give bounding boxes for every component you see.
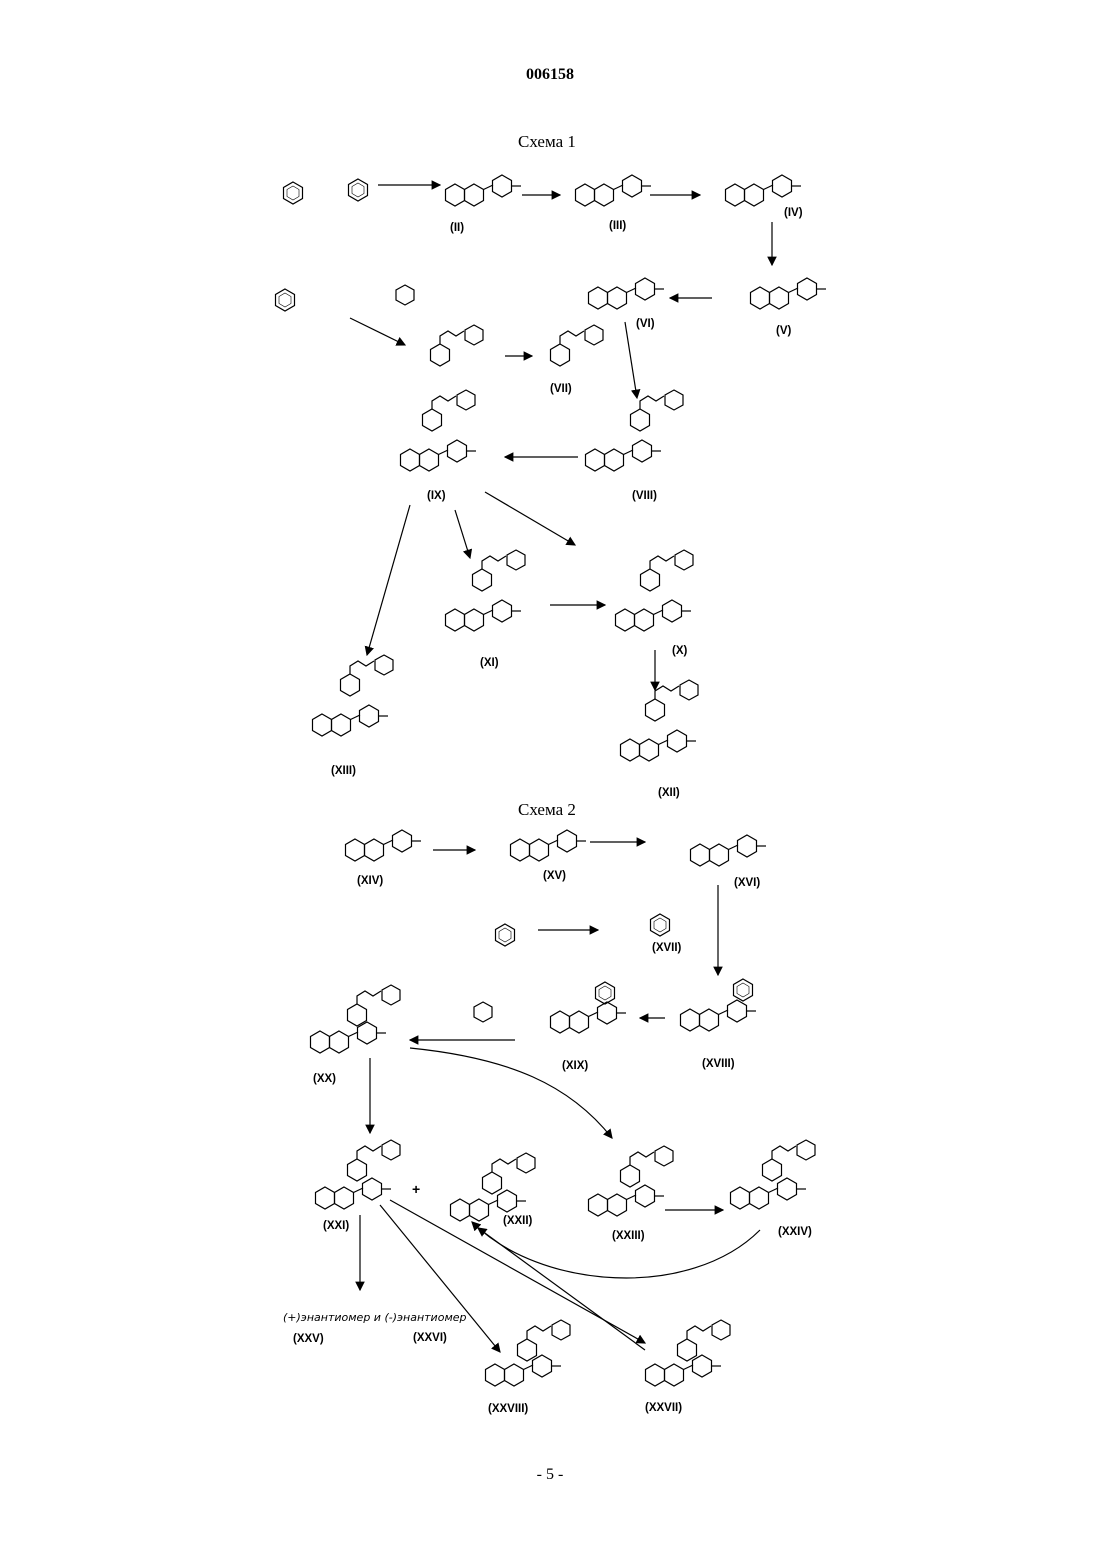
plus-sign: +	[412, 1181, 420, 1197]
compound-label-xxvii: (XXVII)	[645, 1402, 682, 1414]
compound-label-xxiii: (XXIII)	[612, 1230, 645, 1242]
compound-label-xiv: (XIV)	[357, 875, 383, 887]
compound-label-x: (X)	[672, 645, 687, 657]
compound-label-vi: (VI)	[636, 318, 655, 330]
reaction-arrows	[350, 185, 772, 1352]
compound-label-ii: (II)	[450, 222, 464, 234]
compound-label-iii: (III)	[609, 220, 626, 232]
compound-label-xvi: (XVI)	[734, 877, 760, 889]
compound-label-xxv: (XXV)	[293, 1333, 324, 1345]
compound-label-xi: (XI)	[480, 657, 499, 669]
compound-label-xix: (XIX)	[562, 1060, 588, 1072]
compound-label-xiii: (XIII)	[331, 765, 356, 777]
compound-label-xvii: (XVII)	[652, 942, 681, 954]
compound-label-xxi: (XXI)	[323, 1220, 349, 1232]
compound-label-xxiv: (XXIV)	[778, 1226, 812, 1238]
page-number: - 5 -	[0, 1466, 1100, 1484]
compound-label-ix: (IX)	[427, 490, 446, 502]
compound-label-iv: (IV)	[784, 207, 803, 219]
compound-label-xxii: (XXII)	[503, 1215, 532, 1227]
compound-label-viii: (VIII)	[632, 490, 657, 502]
compound-label-xxviii: (XXVIII)	[488, 1403, 528, 1415]
scheme-1-structures	[276, 175, 827, 761]
compound-label-xviii: (XVIII)	[702, 1058, 735, 1070]
compound-label-xx: (XX)	[313, 1073, 336, 1085]
scheme-2-structures	[311, 830, 816, 1386]
compound-label-xv: (XV)	[543, 870, 566, 882]
compound-label-xxvi: (XXVI)	[413, 1332, 447, 1344]
compound-label-vii: (VII)	[550, 383, 572, 395]
compound-label-v: (V)	[776, 325, 791, 337]
enantiomers-note: (+)энантиомер и (-)энантиомер	[283, 1311, 467, 1324]
compound-label-xii: (XII)	[658, 787, 680, 799]
